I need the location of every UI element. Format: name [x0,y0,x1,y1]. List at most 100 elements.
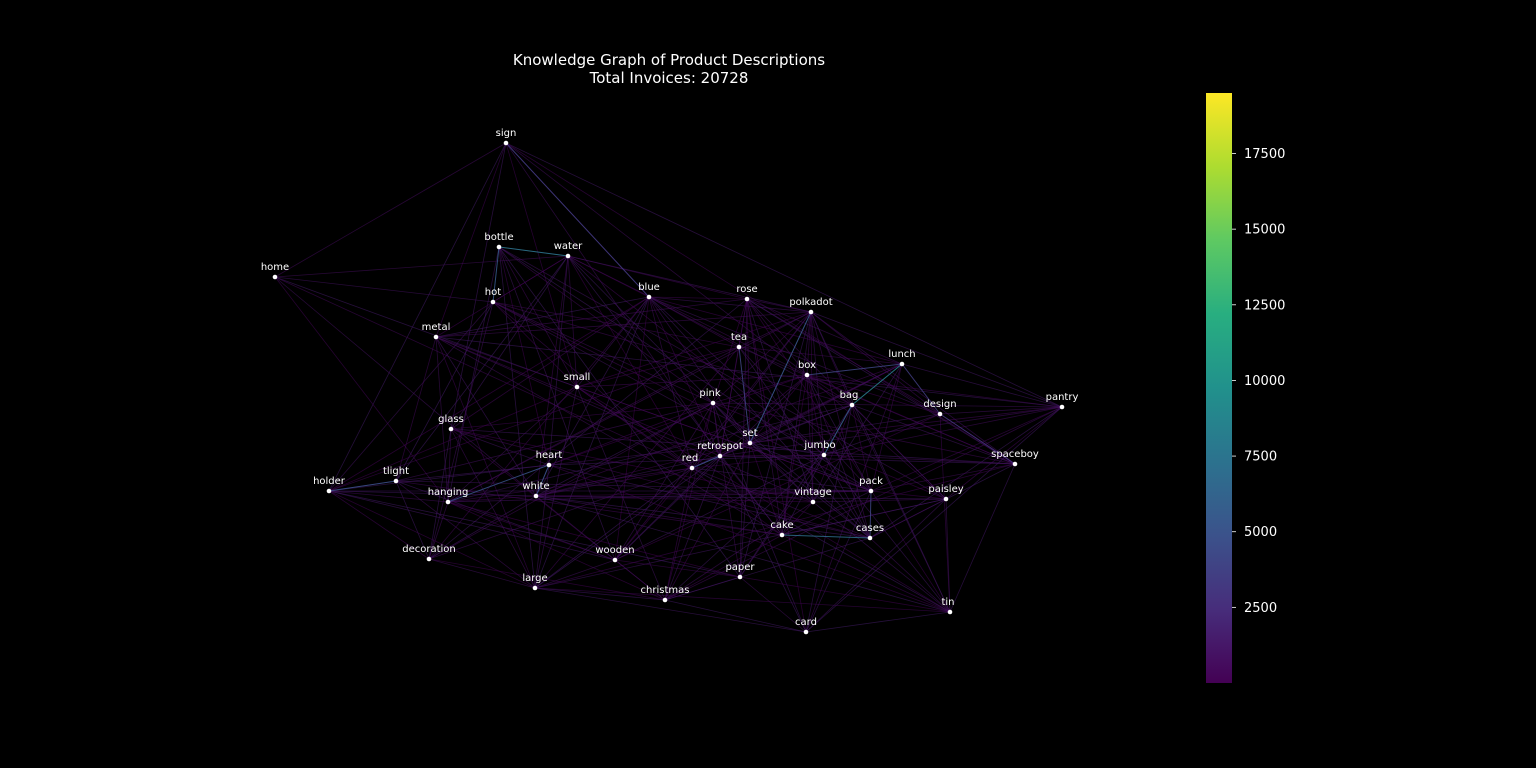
graph-edge [535,402,714,497]
node-label-heart: heart [536,450,563,461]
graph-edge-tlight-holder [328,480,397,492]
node-design [937,411,943,417]
node-label-pink: pink [699,388,720,399]
node-card [803,629,809,635]
node-label-glass: glass [438,414,464,425]
graph-edge [712,402,807,633]
graph-edge [548,442,751,466]
node-wooden [612,557,618,563]
graph-edge [447,311,812,503]
graph-edge [274,276,578,388]
graph-edge-tea-set [738,346,751,444]
graph-edge [851,404,1016,465]
graph-edge [691,402,714,469]
graph-edge [614,467,693,561]
graph-edge [648,296,812,313]
node-jumbo [821,452,827,458]
node-label-retrospot: retrospot [697,441,743,452]
graph-edge [712,402,741,578]
graph-edge [498,246,616,561]
graph-edge [450,428,550,466]
node-label-lunch: lunch [888,349,915,360]
graph-edge [823,413,941,456]
graph-edge [851,404,947,500]
graph-edge [806,374,1016,465]
graph-edge [719,404,853,457]
node-label-card: card [795,617,817,628]
graph-edge [664,467,693,601]
graph-edge [435,142,507,338]
graph-edge [428,467,693,560]
node-tin [947,609,953,615]
graph-edges [274,142,1063,633]
graph-edge [535,495,814,503]
colorbar-tick-label: 15000 [1244,223,1285,238]
graph-edge-design-lunch [901,363,941,415]
node-label-large: large [522,573,547,584]
graph-edge [664,534,783,601]
graph-edge-cake-cases [781,534,871,539]
graph-nodes [272,140,1065,635]
graph-edge [712,402,1063,408]
node-label-sign: sign [496,128,517,139]
graph-edge [450,296,650,430]
graph-edge [447,501,741,578]
graph-edge [739,442,751,578]
graph-edge [498,246,714,404]
graph-edge [498,246,872,492]
graph-edge [739,454,825,578]
graph-edge [746,298,941,415]
node-tea [736,344,742,350]
graph-edge [548,255,569,466]
graph-edge [712,402,1016,465]
graph-edge [535,495,871,539]
graph-edge [749,406,1063,444]
graph-edge [450,402,714,430]
graph-edge [691,311,812,469]
graph-edge [274,255,569,278]
graph-edge [450,428,1016,465]
graph-edge [746,298,783,536]
node-retrospot [717,453,723,459]
graph-edge [447,404,853,503]
colorbar-tick-label: 12500 [1244,298,1285,313]
graph-edge [505,142,578,388]
graph-edge [492,301,853,406]
node-label-rose: rose [736,284,757,295]
graph-edge [435,336,536,589]
graph-edge [435,336,721,457]
graph-edge [395,255,569,482]
graph-edge [869,406,1063,539]
graph-edge [851,404,872,492]
graph-edge [450,142,507,430]
colorbar [1206,93,1232,683]
graph-edge-white-heart [535,464,550,497]
graph-edge [823,406,1063,456]
graph-edge [739,311,812,578]
graph-edge [738,346,903,365]
graph-edge [548,454,825,466]
graph-edge [781,534,951,613]
node-large [532,585,538,591]
node-label-wooden: wooden [595,545,634,556]
colorbar-tick-label: 17500 [1244,147,1285,162]
graph-edge [806,311,812,376]
graph-edge [805,611,951,633]
graph-edge [870,463,1016,492]
graph-edge [648,296,721,457]
node-tlight [393,478,399,484]
graph-edge [274,276,494,303]
node-cake [779,532,785,538]
graph-edge [395,480,872,492]
graph-edge [576,346,740,388]
graph-edge [664,442,751,601]
graph-edge [805,404,853,633]
graph-edge [534,498,947,589]
node-label-holder: holder [313,476,346,487]
graph-edge [428,558,536,589]
graph-edge [806,374,853,406]
graph-edge [435,255,569,338]
colorbar-tick-label: 5000 [1244,525,1277,540]
